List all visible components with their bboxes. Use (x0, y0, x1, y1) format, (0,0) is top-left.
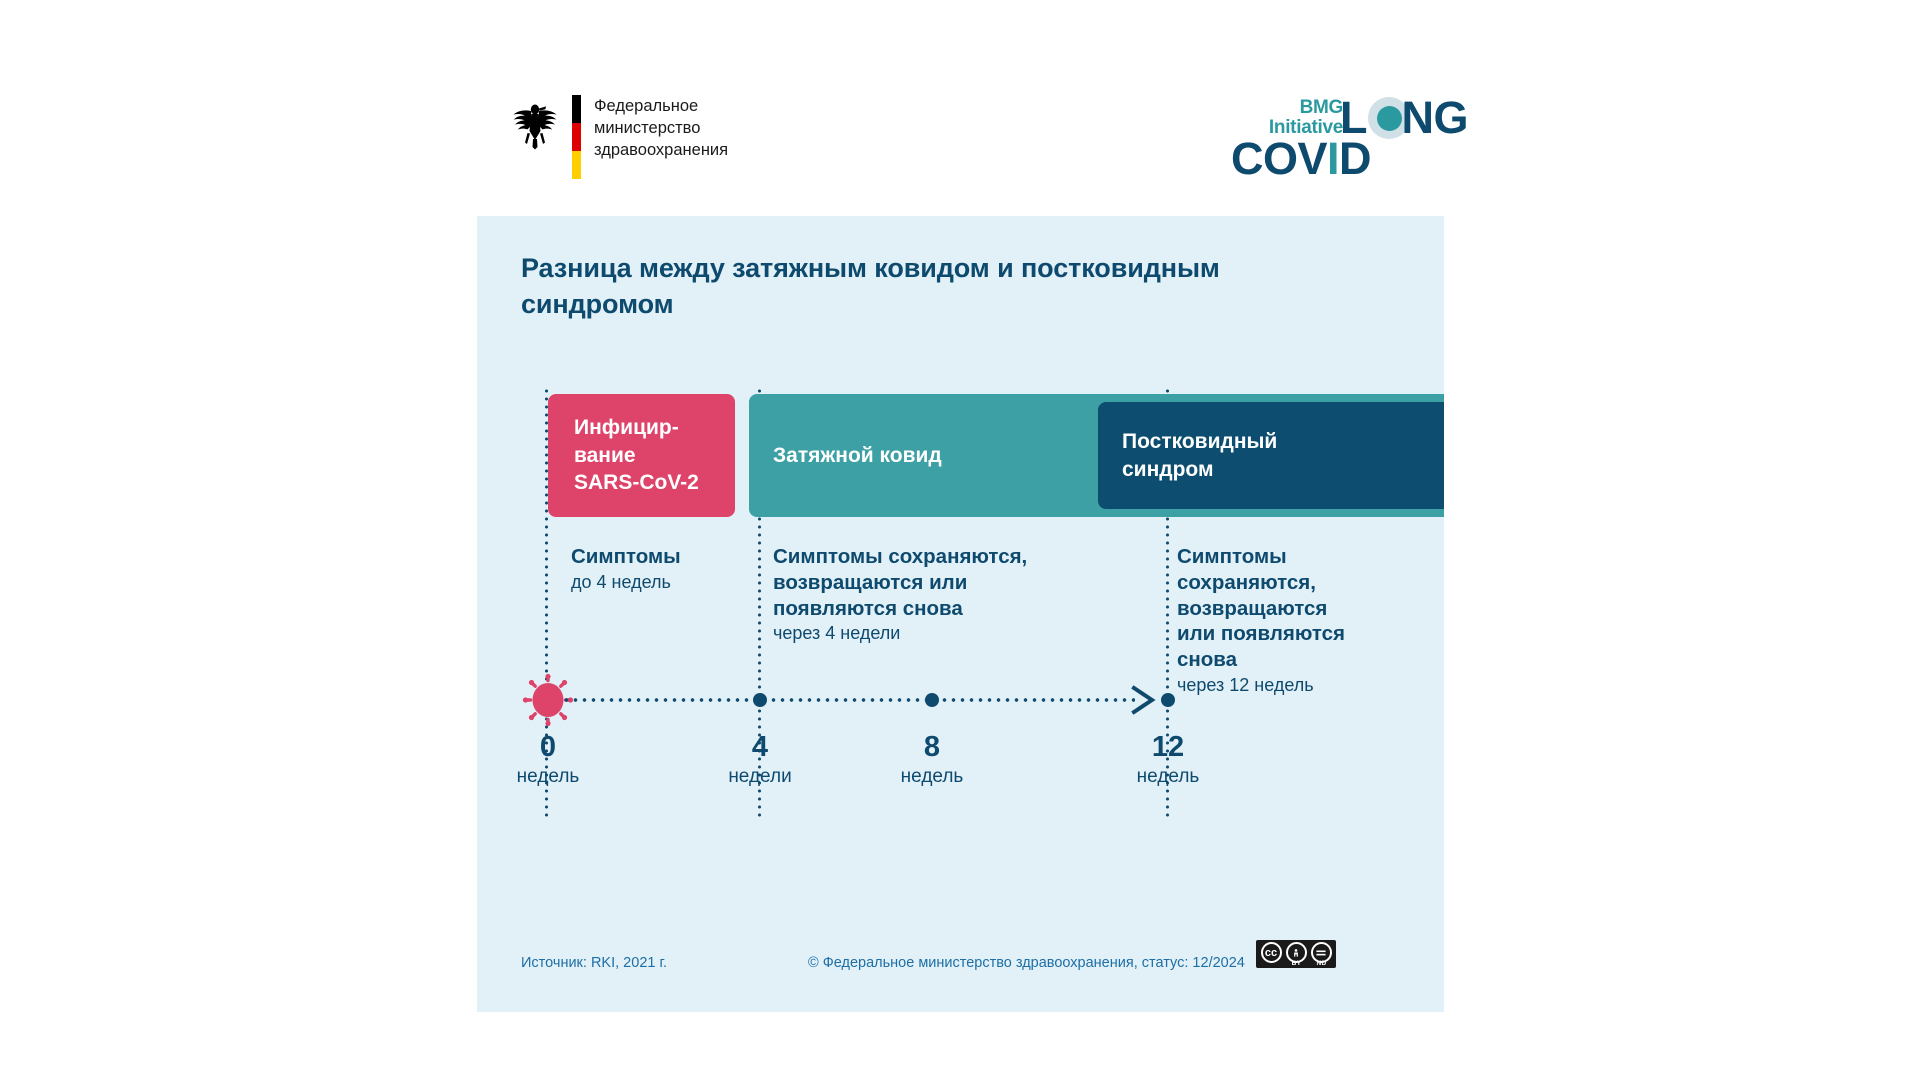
axis-tick-12-unit: недель (1136, 766, 1200, 788)
axis-tick-12: 12 недель (1088, 732, 1248, 790)
description-infection-light: до 4 недель (571, 571, 671, 592)
axis-tick-8-unit: недель (900, 766, 964, 788)
phase-bar-infection-label: Инфицир- вание SARS-CoV-2 (574, 415, 699, 495)
description-infection: Симптомы до 4 недель (571, 544, 741, 594)
description-post-covid: Симптомы сохраняются, возвращаются или п… (1177, 544, 1392, 698)
axis-tick-0-unit: недель (516, 766, 580, 788)
axis-tick-4: 4 недели (680, 732, 840, 790)
chevron-right-icon (1131, 685, 1156, 715)
cc-nd-icon: ND (1310, 942, 1334, 967)
description-post-covid-light: через 12 недель (1177, 675, 1314, 696)
logo-bmg-text: BMG (1299, 97, 1344, 118)
panel-footer: Источник: RKI, 2021 г. © Федеральное мин… (477, 926, 1444, 1012)
cc-nd-circle (1310, 942, 1332, 963)
description-long-covid-light: через 4 недели (773, 623, 901, 644)
logo-initiative-word: Initiative (1268, 116, 1343, 138)
axis-tick-8: 8 недель (852, 732, 1012, 790)
axis-tick-0: 0 недель (477, 732, 628, 790)
guide-line-week-4 (758, 387, 761, 821)
axis-tick-12-number: 12 (1151, 731, 1185, 763)
copyright-note: © Федеральное министерство здравоохранен… (808, 955, 1245, 971)
guide-line-week-12 (1166, 387, 1169, 821)
cc-logo-icon: cc (1260, 942, 1284, 966)
description-long-covid: Симптомы сохраняются, возвращаются или п… (773, 544, 1093, 646)
source-note: Источник: RKI, 2021 г. (521, 955, 668, 971)
cc-nd-label: ND (1316, 960, 1327, 967)
guide-line-week-0 (545, 387, 548, 821)
cc-by-label: BY (1291, 960, 1302, 967)
cc-by-icon: BY (1285, 942, 1309, 967)
cc-by-circle (1285, 942, 1307, 963)
phase-bar-long-covid-label: Затяжной ковид (773, 443, 942, 467)
german-flag-bar (572, 95, 581, 179)
timeline-dot-week-4 (753, 693, 767, 707)
axis-tick-8-number: 8 (923, 731, 941, 763)
federal-eagle-icon (513, 104, 557, 150)
timeline-dot-week-8 (925, 693, 939, 707)
infographic-panel: Разница между затяжным ковидом и постков… (477, 216, 1444, 1012)
phase-bar-infection: Инфицир- вание SARS-CoV-2 (548, 394, 735, 517)
federal-ministry-logo: Федеральное министерство здравоохранения (512, 95, 728, 179)
creative-commons-badge: cc BY ND (1256, 940, 1336, 968)
person-glyph-icon (1294, 948, 1298, 957)
logo-initiative-text: BMG Initiative (1225, 98, 1343, 138)
cc-logo-circle: cc (1260, 942, 1282, 963)
bmg-long-covid-logo: BMG Initiative LONG COVID (1225, 92, 1469, 184)
description-post-covid-strong: Симптомы сохраняются, возвращаются или п… (1177, 545, 1345, 672)
logo-long-text: LONG (1340, 92, 1469, 143)
timeline-dot-week-12 (1161, 693, 1175, 707)
page-header: Федеральное министерство здравоохранения… (0, 0, 1920, 210)
ministry-wordmark: Федеральное министерство здравоохранения (594, 97, 729, 159)
logo-covid-text: COVID (1231, 133, 1372, 184)
axis-tick-4-number: 4 (751, 731, 769, 763)
timeline-dotted-line (562, 698, 1135, 702)
phase-bar-post-covid: Постковидный синдром (1098, 402, 1444, 695)
timeline-axis: 0 недель 4 недели 8 недель 12 недель (477, 654, 1444, 814)
axis-tick-4-unit: недели (728, 766, 792, 788)
description-infection-strong: Симптомы (571, 545, 681, 568)
phase-bar-post-covid-label: Постковидный синдром (1122, 429, 1278, 481)
logo-o-dot (1377, 106, 1402, 131)
equals-glyph-icon (1316, 950, 1326, 955)
page-title: Разница между затяжным ковидом и постков… (521, 253, 1220, 319)
description-long-covid-strong: Симптомы сохраняются, возвращаются или п… (773, 545, 1028, 620)
axis-tick-0-number: 0 (539, 731, 557, 763)
